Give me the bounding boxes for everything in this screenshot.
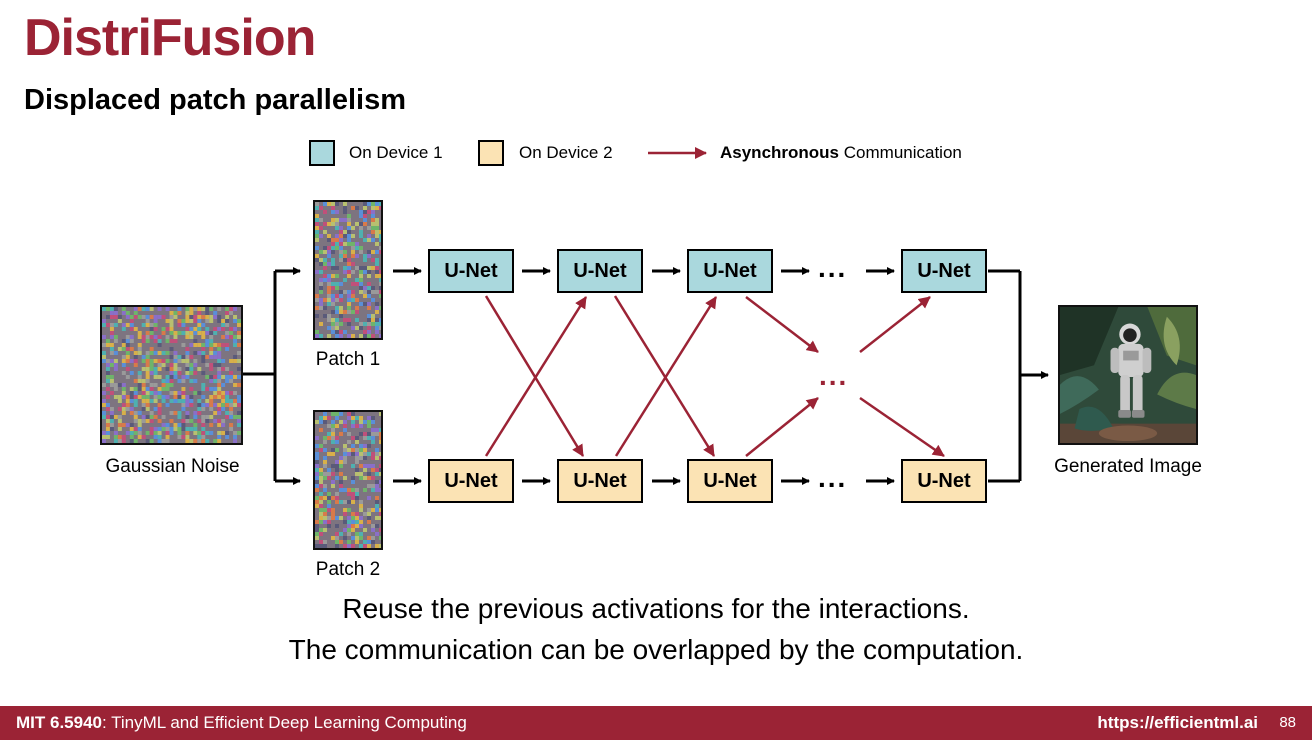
unet-device2-step3: U-Net	[687, 459, 773, 503]
legend-async-label: Asynchronous Communication	[720, 143, 962, 163]
legend-device1-swatch	[309, 140, 335, 166]
unet-device2-step2: U-Net	[557, 459, 643, 503]
footer-bar: MIT 6.5940: TinyML and Efficient Deep Le…	[0, 706, 1312, 740]
noise-texture	[315, 202, 381, 338]
footer-page-number: 88	[1279, 714, 1296, 731]
legend-device2-swatch	[478, 140, 504, 166]
noise-texture	[315, 412, 381, 548]
astronaut-jungle-illustration	[1060, 307, 1196, 443]
footer-course: MIT 6.5940: TinyML and Efficient Deep Le…	[16, 713, 467, 733]
footer-url[interactable]: https://efficientml.ai	[1097, 713, 1258, 732]
unet-device2-step1: U-Net	[428, 459, 514, 503]
unet-device1-step3: U-Net	[687, 249, 773, 293]
patch1-image	[313, 200, 383, 340]
top-row-ellipsis: ...	[818, 252, 848, 283]
legend-async-bold: Asynchronous	[720, 143, 840, 162]
gaussian-noise-image	[100, 305, 243, 445]
patch1-label: Patch 1	[315, 349, 381, 370]
slide-title: DistriFusion	[24, 9, 316, 67]
generated-image	[1058, 305, 1198, 445]
generated-image-label: Generated Image	[1054, 456, 1202, 477]
unet-device1-final: U-Net	[901, 249, 987, 293]
legend-async-rest: Communication	[843, 143, 962, 162]
unet-device2-final: U-Net	[901, 459, 987, 503]
patch2-image	[313, 410, 383, 550]
footer-course-title: : TinyML and Efficient Deep Learning Com…	[102, 713, 467, 732]
legend-device1-label: On Device 1	[349, 143, 443, 162]
middle-ellipsis: ...	[819, 360, 849, 391]
caption-line1: Reuse the previous activations for the i…	[342, 593, 970, 624]
noise-texture	[102, 307, 241, 443]
legend-device2-label: On Device 2	[519, 143, 613, 162]
slide-subtitle: Displaced patch parallelism	[24, 84, 406, 116]
patch2-label: Patch 2	[315, 559, 381, 580]
caption-line2: The communication can be overlapped by t…	[288, 634, 1024, 665]
gaussian-noise-label: Gaussian Noise	[105, 456, 240, 477]
unet-device1-step1: U-Net	[428, 249, 514, 293]
bottom-row-ellipsis: ...	[818, 462, 848, 493]
footer-course-code: MIT 6.5940	[16, 713, 102, 732]
unet-device1-step2: U-Net	[557, 249, 643, 293]
